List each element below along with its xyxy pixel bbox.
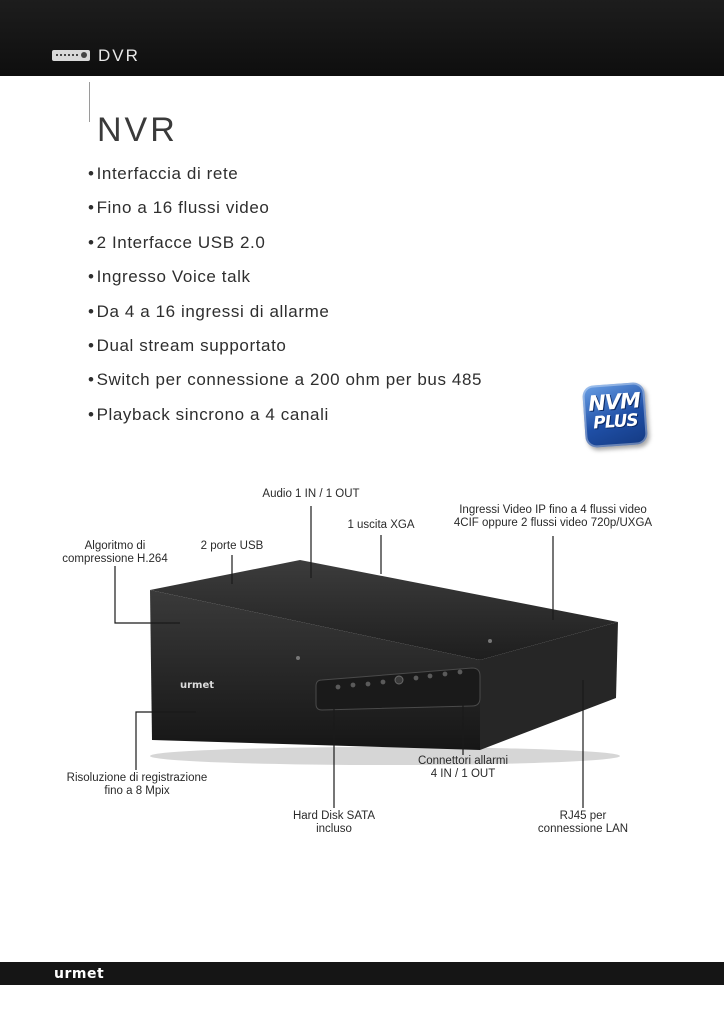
feature-list: Interfaccia di rete Fino a 16 flussi vid… — [88, 162, 482, 437]
feature-item: Fino a 16 flussi video — [88, 196, 482, 230]
led-icon — [427, 673, 433, 679]
led-icon — [350, 682, 356, 688]
callout-hdd: Hard Disk SATA incluso — [292, 810, 375, 835]
led-icon — [365, 681, 371, 687]
callout-audio: Audio 1 IN / 1 OUT — [262, 488, 360, 500]
callout-xga: 1 uscita XGA — [347, 519, 415, 531]
device-side — [480, 622, 618, 750]
led-icon — [380, 679, 386, 685]
callout-risoluzione: Risoluzione di registrazione fino a 8 Mp… — [66, 772, 208, 797]
led-icon — [413, 675, 419, 681]
feature-item: Da 4 a 16 ingressi di allarme — [88, 300, 482, 334]
feature-item: Dual stream supportato — [88, 334, 482, 368]
callout-allarmi: Connettori allarmi 4 IN / 1 OUT — [417, 755, 509, 780]
led-icon — [335, 684, 341, 690]
section-label: DVR — [98, 46, 140, 65]
device-top — [150, 560, 618, 660]
feature-item: Playback sincrono a 4 canali — [88, 403, 482, 437]
nvr-device-image: urmet — [150, 560, 620, 765]
urmet-logo: urmet — [54, 966, 105, 982]
callout-ingressi-video: Ingressi Video IP fino a 4 flussi video … — [453, 504, 653, 529]
device-front — [150, 590, 480, 750]
device-shadow — [150, 747, 620, 765]
screw-icon — [296, 656, 300, 660]
front-panel — [315, 667, 481, 711]
feature-item: Switch per connessione a 200 ohm per bus… — [88, 368, 482, 402]
callout-usb: 2 porte USB — [200, 540, 264, 552]
header-bar: DVR — [0, 0, 724, 76]
power-button-icon — [394, 675, 404, 685]
device-brand-logo: urmet — [180, 680, 214, 691]
feature-item: 2 Interfacce USB 2.0 — [88, 231, 482, 265]
feature-item: Ingresso Voice talk — [88, 265, 482, 299]
dvr-device-icon — [52, 50, 90, 61]
callout-line-risoluzione — [135, 711, 196, 770]
title-divider — [89, 82, 90, 122]
feature-item: Interfaccia di rete — [88, 162, 482, 196]
led-icon — [457, 669, 463, 675]
page-title: NVR — [97, 110, 178, 149]
callout-line-algoritmo — [114, 566, 180, 624]
screw-icon — [488, 639, 492, 643]
callout-algoritmo: Algoritmo di compressione H.264 — [62, 540, 168, 565]
led-icon — [442, 671, 448, 677]
footer-bar: urmet — [0, 962, 724, 985]
callout-rj45: RJ45 per connessione LAN — [537, 810, 629, 835]
